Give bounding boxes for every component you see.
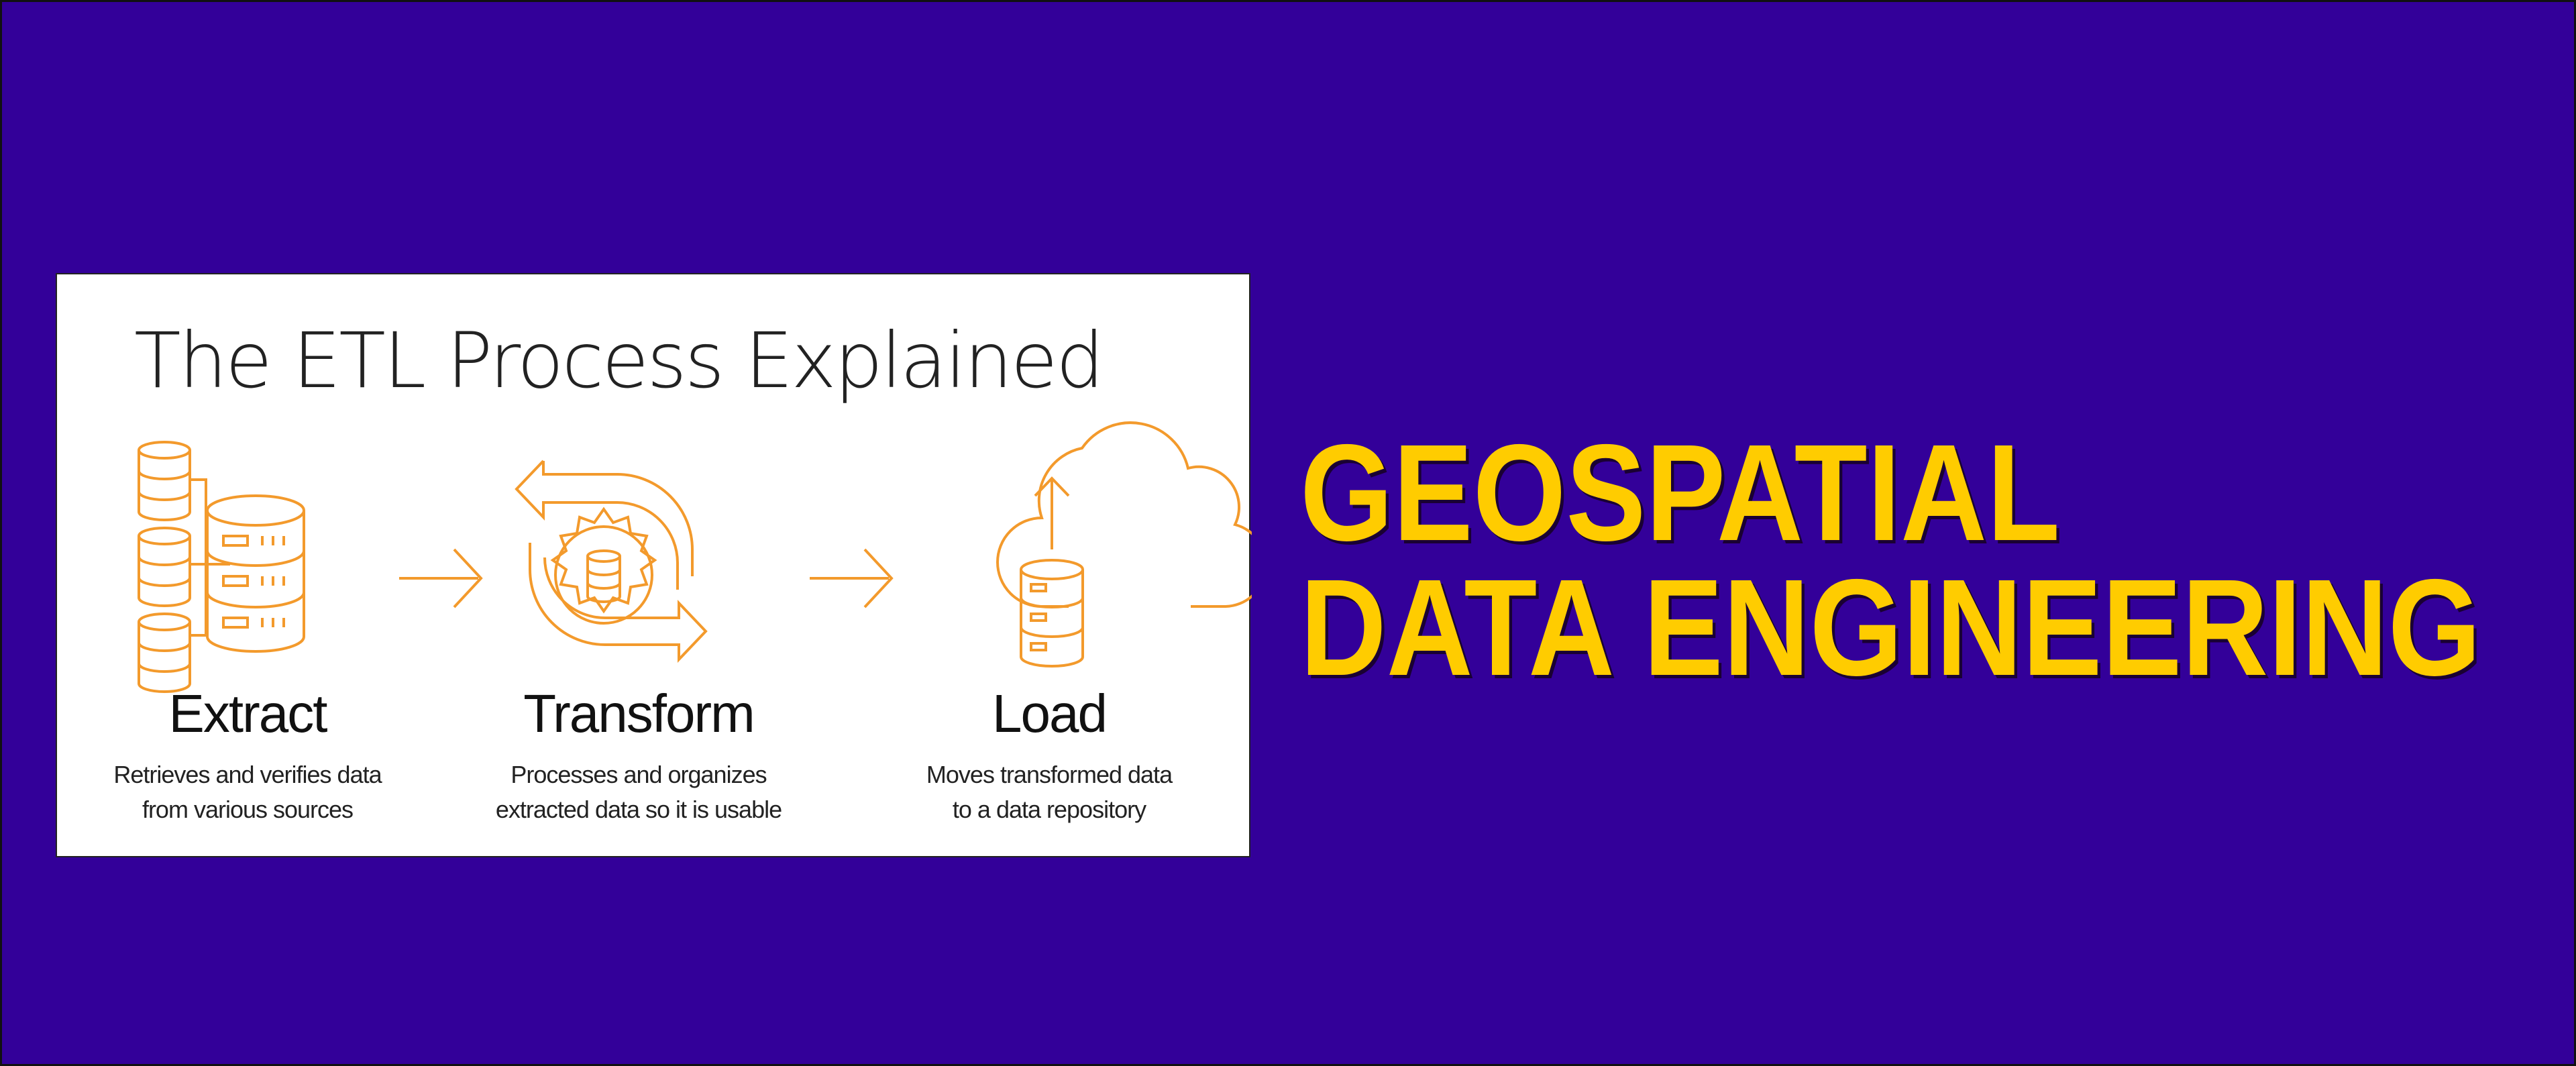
desc-line: Retrieves and verifies data bbox=[113, 761, 382, 788]
desc-line: Moves transformed data bbox=[926, 761, 1173, 788]
small-database-icon bbox=[138, 441, 191, 521]
cloud-upload-icon bbox=[996, 421, 1252, 668]
etl-diagram-card: The ETL Process Explained bbox=[56, 273, 1252, 857]
etl-icons bbox=[138, 421, 1252, 693]
step-name: Load bbox=[992, 684, 1108, 743]
step-description: Processes and organizes extracted data s… bbox=[451, 757, 826, 827]
large-database-icon bbox=[206, 494, 305, 653]
card-title: The ETL Process Explained bbox=[134, 316, 1104, 405]
headline-line-1: GEOSPATIAL bbox=[1300, 416, 2060, 570]
database-icon bbox=[1020, 559, 1084, 668]
headline-line-2: DATA ENGINEERING bbox=[1300, 551, 2481, 704]
step-extract: Extract Retrieves and verifies data from… bbox=[60, 684, 435, 827]
small-database-icon bbox=[586, 549, 621, 603]
step-description: Moves transformed data to a data reposit… bbox=[861, 757, 1237, 827]
database-cluster-icon bbox=[138, 441, 305, 693]
small-database-icon bbox=[138, 612, 191, 693]
desc-line: Processes and organizes bbox=[511, 761, 767, 788]
desc-line: extracted data so it is usable bbox=[495, 796, 782, 823]
step-name: Transform bbox=[523, 684, 755, 743]
small-database-icon bbox=[138, 527, 191, 607]
step-name: Extract bbox=[168, 684, 328, 743]
step-transform: Transform Processes and organizes extrac… bbox=[451, 684, 826, 827]
desc-line: from various sources bbox=[142, 796, 354, 823]
step-load: Load Moves transformed data to a data re… bbox=[861, 684, 1237, 827]
gear-cycle-icon bbox=[515, 460, 708, 663]
arrow-right-icon bbox=[810, 548, 894, 608]
desc-line: to a data repository bbox=[952, 796, 1146, 823]
arrow-right-icon bbox=[399, 548, 483, 608]
step-description: Retrieves and verifies data from various… bbox=[60, 757, 435, 827]
connector-lines bbox=[190, 478, 230, 637]
